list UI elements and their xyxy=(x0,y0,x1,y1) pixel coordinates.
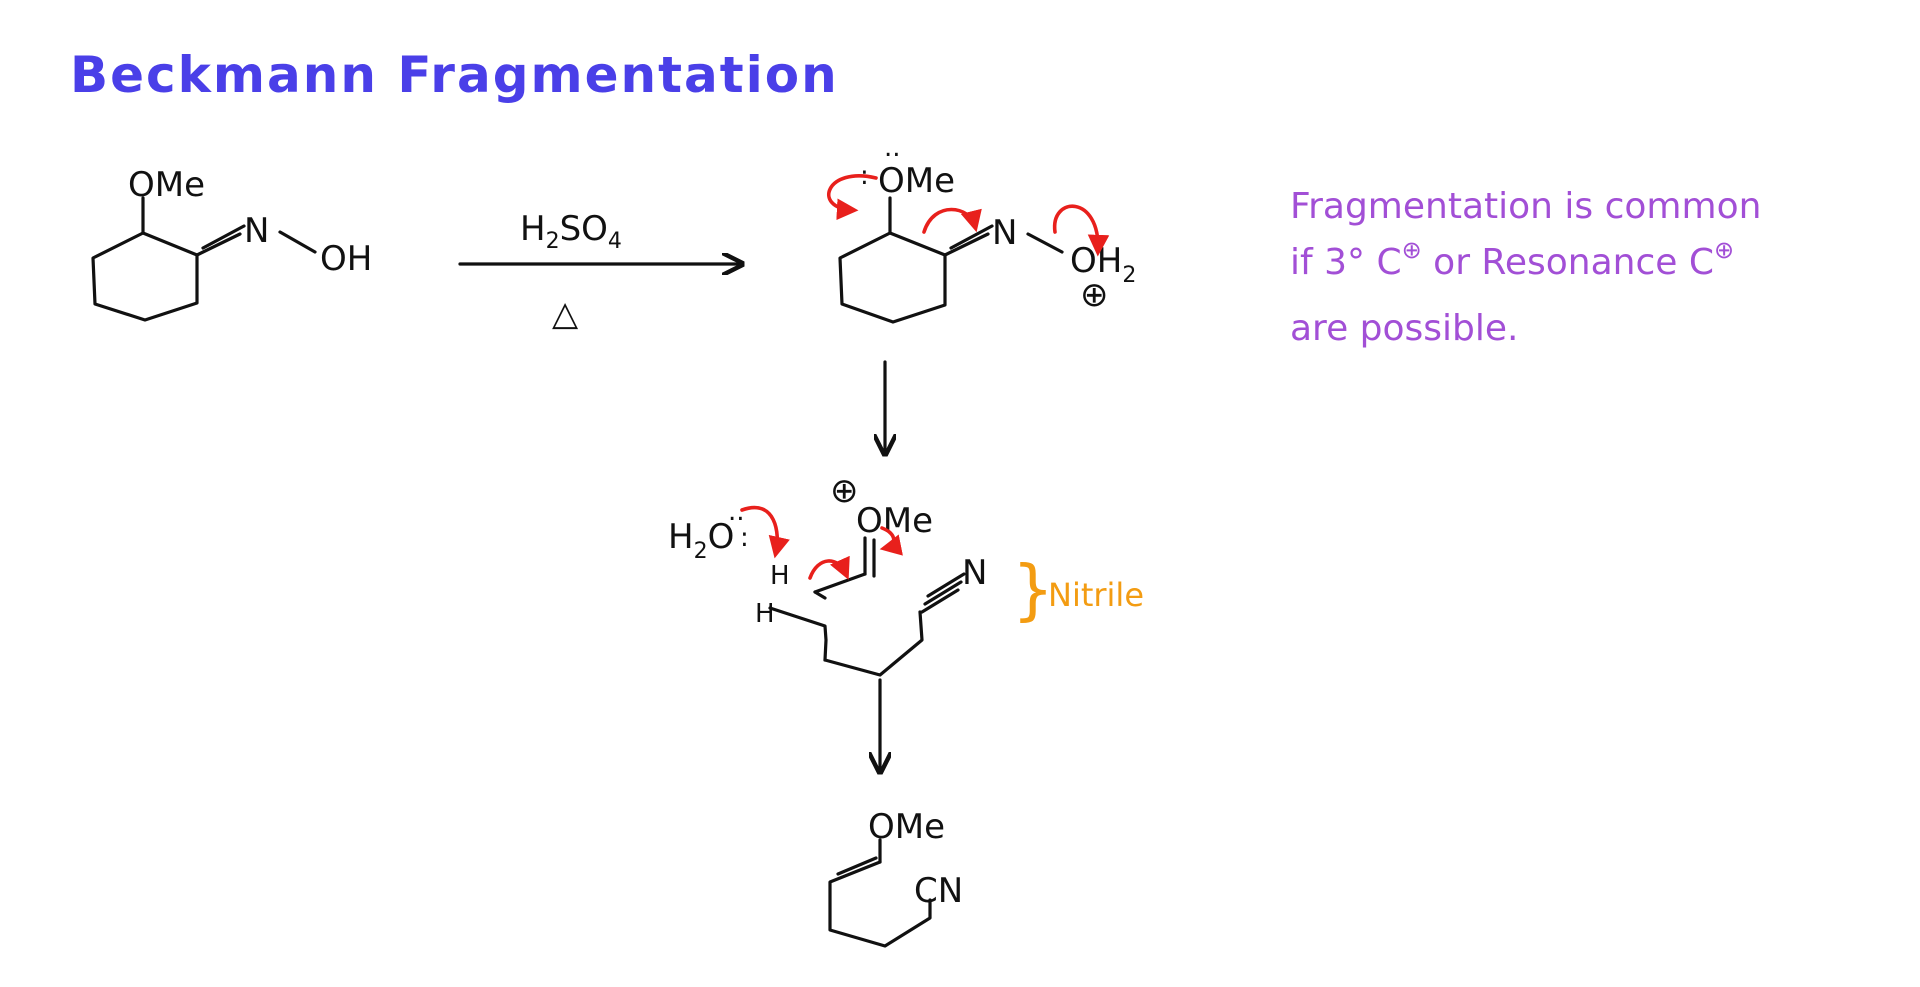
positive-charge-2: ⊕ xyxy=(830,471,859,511)
enol-ether-product: OMe CN xyxy=(828,807,963,948)
note: Fragmentation is common if 3° C⊕ or Reso… xyxy=(1290,186,1761,349)
nitrile-n-label: N xyxy=(962,553,987,593)
product-methoxy: OMe xyxy=(868,807,945,847)
fragment-intermediate: OMe ⊕ N H H H2O .. : xyxy=(668,471,987,677)
nitrile-label: Nitrile xyxy=(1048,576,1144,614)
nitrile-brace: } xyxy=(1012,551,1054,628)
hydrogen-top: H xyxy=(770,561,790,591)
methoxy-label-2: OMe xyxy=(878,161,955,201)
hydrogen-bottom: H xyxy=(755,599,775,629)
nitrile-annotation: } Nitrile xyxy=(1012,551,1144,628)
heat-symbol: △ xyxy=(552,294,579,334)
page-title: Beckmann Fragmentation xyxy=(70,46,839,104)
methoxy-label: OMe xyxy=(128,165,205,205)
note-line-2: if 3° C⊕ or Resonance C⊕ xyxy=(1290,236,1734,283)
lone-pair-dots: .. xyxy=(884,133,901,163)
water-lone-pairs: .. xyxy=(728,497,745,527)
starting-oxime: OMe N OH xyxy=(91,165,372,322)
reagent-acid: H2SO4 xyxy=(520,209,622,254)
product-nitrile: CN xyxy=(914,871,963,911)
nitrogen-label: N xyxy=(244,211,269,251)
reaction-arrow: H2SO4 △ xyxy=(458,209,740,334)
note-line-3: are possible. xyxy=(1290,308,1519,349)
protonated-oxime: OMe .. : N OH2 ⊕ xyxy=(827,133,1136,324)
positive-charge: ⊕ xyxy=(1080,275,1109,315)
water-lone-pair-side: : xyxy=(740,523,749,553)
hydroxyl-label: OH xyxy=(320,239,372,279)
water-label: H2O xyxy=(668,517,734,564)
oxocarbenium-label: OMe xyxy=(856,501,933,541)
nitrogen-label-2: N xyxy=(992,213,1017,253)
note-line-1: Fragmentation is common xyxy=(1290,186,1761,227)
